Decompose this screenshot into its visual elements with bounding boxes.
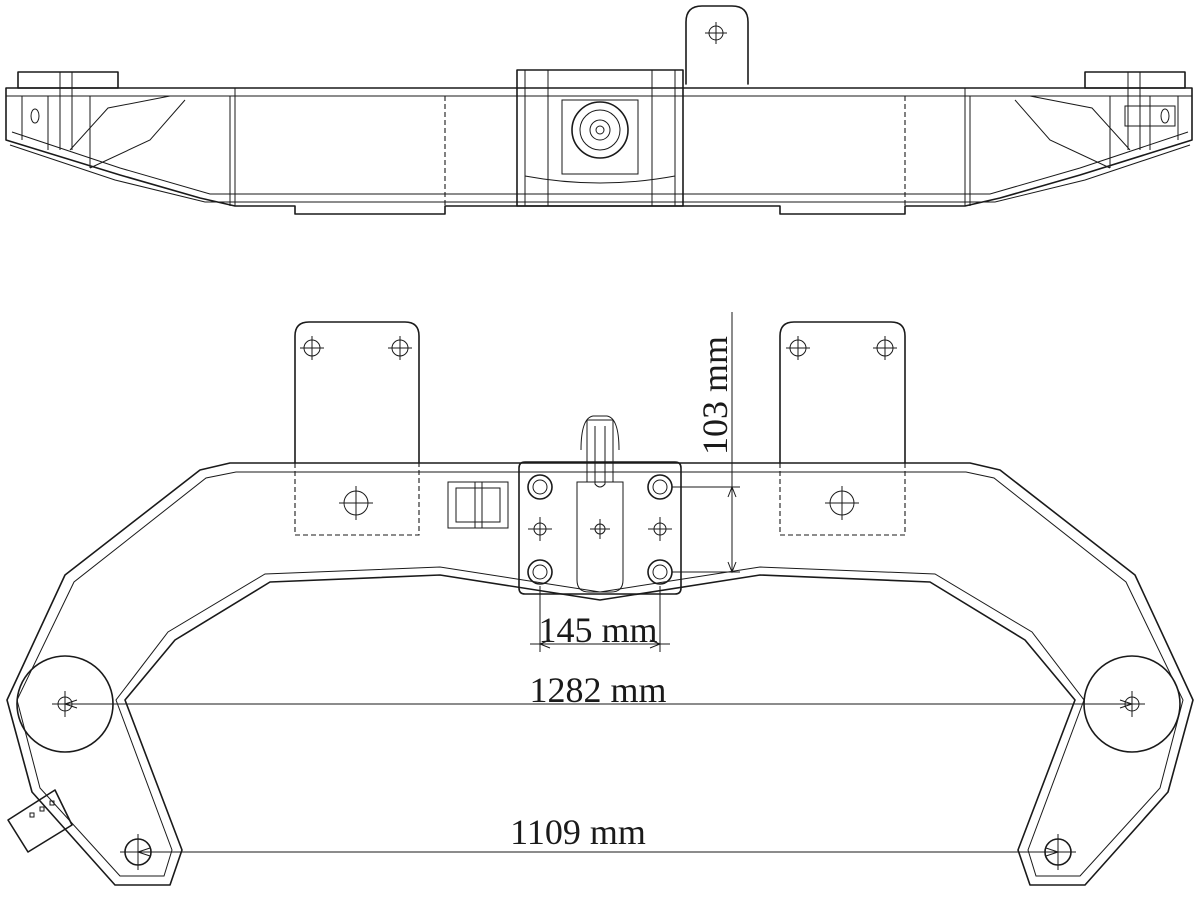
center-plate [518, 461, 682, 595]
frame-outer [6, 462, 1194, 886]
plan-view [6, 321, 1194, 886]
side-view [5, 5, 1193, 215]
dim-1282-label: 1282 mm [529, 670, 666, 710]
beam-outline [5, 87, 1193, 215]
left-mount-plate [294, 321, 420, 464]
right-end-cap [1084, 71, 1186, 89]
dimensions: 103 mm 145 mm 1282 mm 1109 mm [55, 312, 1142, 857]
dim-103-label: 103 mm [695, 336, 735, 455]
left-end-cap [17, 71, 119, 89]
dim-1109-label: 1109 mm [510, 812, 646, 852]
top-lug [685, 5, 749, 85]
center-housing [516, 69, 684, 207]
dim-145-label: 145 mm [538, 610, 657, 650]
center-bearing [571, 101, 629, 159]
clamp-block [447, 481, 509, 529]
left-bracket [7, 789, 73, 853]
right-mount-plate [779, 321, 906, 464]
